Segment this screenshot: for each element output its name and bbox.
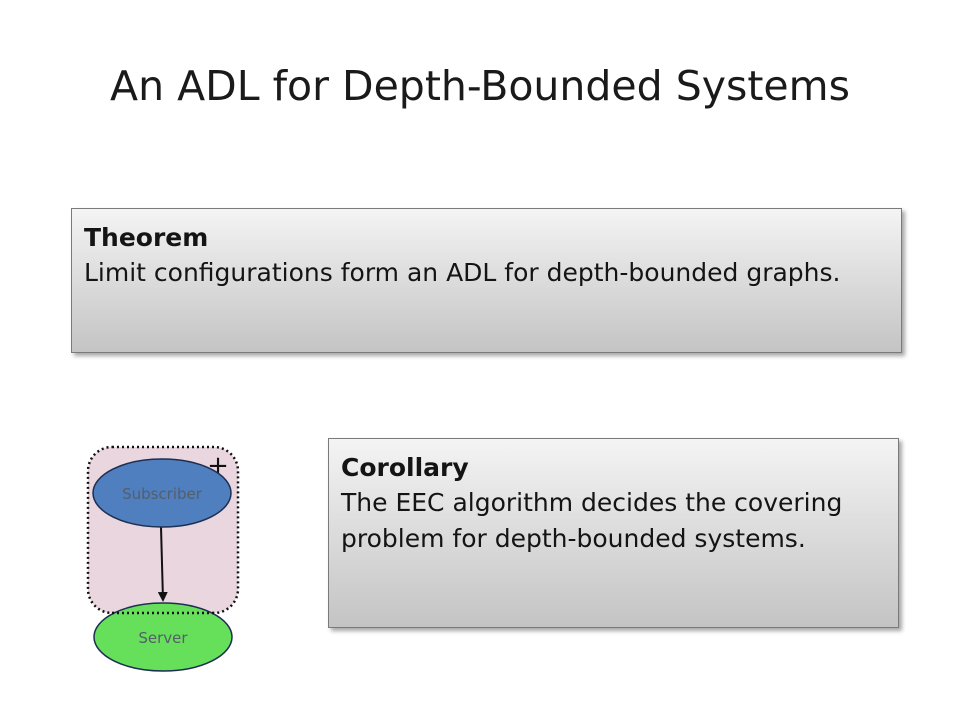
subscriber-node[interactable]	[92, 458, 232, 528]
slide-title: An ADL for Depth-Bounded Systems	[110, 62, 850, 110]
corollary-text: The EEC algorithm decides the covering p…	[341, 488, 843, 553]
edge-subscriber-to-server	[157, 526, 168, 602]
theorem-text: Limit configurations form an ADL for dep…	[84, 258, 841, 287]
theorem-heading: Theorem	[84, 223, 209, 252]
corollary-heading: Corollary	[341, 453, 469, 482]
theorem-box: Theorem Limit configurations form an ADL…	[71, 208, 902, 353]
corollary-box: Corollary The EEC algorithm decides the …	[328, 438, 899, 628]
server-node[interactable]	[93, 602, 233, 672]
